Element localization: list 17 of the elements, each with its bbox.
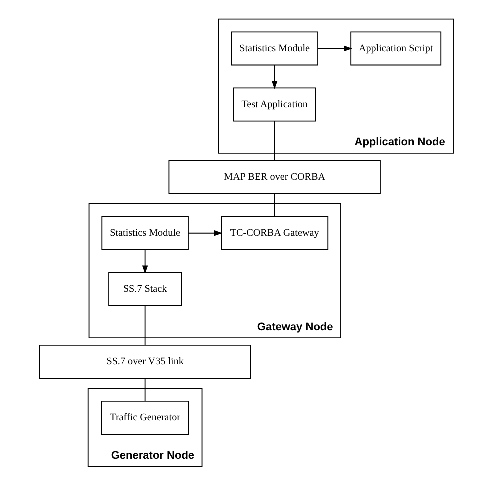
node-box: Traffic Generator bbox=[101, 401, 190, 435]
arrow bbox=[272, 64, 278, 90]
node-box: SS.7 Stack bbox=[108, 272, 182, 306]
node-box: TC-CORBA Gateway bbox=[221, 216, 329, 250]
node-box: MAP BER over CORBA bbox=[168, 160, 381, 194]
connector bbox=[144, 378, 146, 402]
arrow bbox=[318, 46, 352, 52]
node-box: Test Application bbox=[234, 88, 316, 122]
node-box: SS.7 over V35 link bbox=[39, 344, 252, 379]
connector bbox=[274, 193, 276, 218]
connector bbox=[144, 306, 146, 346]
node-box: Statistics Module bbox=[102, 216, 189, 250]
arrow bbox=[142, 250, 148, 274]
arrow bbox=[188, 230, 223, 236]
connector bbox=[274, 120, 276, 162]
node-box: Statistics Module bbox=[231, 32, 318, 66]
node-box: Application Script bbox=[350, 32, 442, 66]
